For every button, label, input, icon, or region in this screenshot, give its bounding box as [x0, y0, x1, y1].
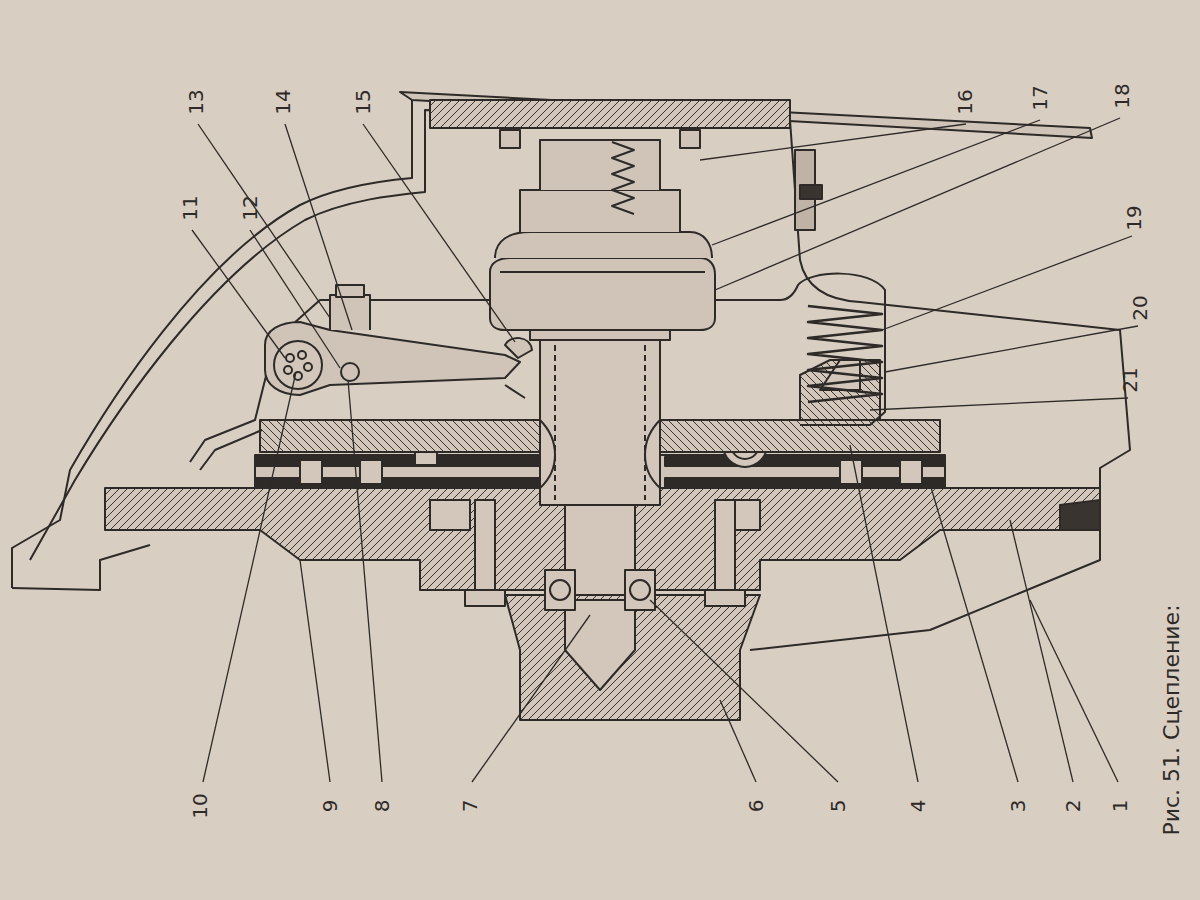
release-lever	[284, 366, 292, 374]
flywheel	[1060, 500, 1100, 530]
leader-line	[203, 372, 296, 782]
release-bearing	[520, 190, 680, 232]
callout-number: 8	[372, 800, 392, 813]
release-lever	[505, 385, 525, 398]
release-bearing	[490, 258, 715, 330]
pressure-plate	[260, 420, 545, 452]
leader-line	[192, 230, 285, 358]
clutch-cover	[200, 430, 262, 470]
housing	[30, 110, 1130, 650]
leader-line	[882, 236, 1132, 330]
bolt	[465, 500, 745, 606]
crankshaft	[505, 595, 760, 720]
leader-line	[363, 124, 515, 342]
callout-number: 19	[1124, 205, 1144, 230]
callout-number: 5	[828, 800, 848, 813]
crankshaft	[505, 595, 760, 720]
clutch-drawing	[12, 92, 1138, 782]
leader-line	[930, 484, 1018, 782]
driven-disc	[255, 457, 545, 466]
bolt	[500, 130, 700, 148]
shaft	[540, 335, 660, 505]
leader-line	[198, 124, 330, 318]
pilot-bearing	[545, 570, 575, 610]
pressure-spring	[808, 306, 882, 402]
release-bearing	[490, 140, 715, 340]
callout-number: 2	[1063, 800, 1083, 813]
bolt	[465, 590, 505, 606]
callout-number: 1	[1110, 800, 1130, 813]
callout-number: 20	[1130, 295, 1150, 320]
driven-disc	[840, 460, 862, 484]
bolt	[500, 130, 520, 148]
housing	[12, 545, 150, 590]
bolt	[715, 500, 735, 595]
shaft	[540, 420, 660, 488]
driven-disc	[255, 478, 545, 487]
leader-line	[712, 120, 1040, 245]
bolt	[475, 500, 495, 595]
release-lever	[505, 338, 532, 358]
leader-line	[720, 700, 756, 782]
leader-line	[700, 124, 966, 160]
callout-number: 17	[1030, 85, 1050, 110]
housing	[800, 185, 822, 199]
pilot-bearing	[550, 580, 570, 600]
driven-disc	[900, 460, 922, 484]
housing	[430, 100, 790, 128]
leader-line	[472, 615, 590, 782]
figure-caption: Рис. 51. Сцепление:	[1161, 604, 1183, 835]
leader-line	[250, 230, 340, 368]
driven-disc	[360, 460, 382, 484]
leader-line	[870, 398, 1128, 410]
leader-line	[1030, 600, 1118, 782]
leader-line	[300, 560, 330, 782]
leader-line	[1010, 520, 1073, 782]
leader-line	[885, 326, 1138, 372]
callout-number: 21	[1120, 367, 1140, 392]
callout-number: 6	[746, 800, 766, 813]
callout-number: 3	[1008, 800, 1028, 813]
release-lever	[265, 322, 520, 395]
leader-line	[348, 380, 382, 782]
callout-number: 16	[955, 89, 975, 114]
callout-number: 14	[273, 89, 293, 114]
bolt	[705, 590, 745, 606]
release-lever	[274, 341, 322, 389]
release-lever	[304, 363, 312, 371]
callout-number: 15	[353, 89, 373, 114]
release-lever	[341, 363, 359, 381]
shaft	[555, 345, 645, 500]
shaft	[540, 335, 660, 620]
leader-line	[850, 445, 918, 782]
leader-line	[715, 118, 1120, 290]
leader-line	[192, 118, 1138, 782]
callout-number: 4	[908, 800, 928, 813]
release-bearing	[500, 271, 705, 273]
release-bearing	[540, 140, 660, 190]
release-bearing	[530, 330, 670, 340]
callout-number: 9	[320, 800, 340, 813]
pilot-bearing	[545, 570, 655, 610]
callout-number: 11	[180, 195, 200, 220]
release-lever	[286, 354, 294, 362]
pilot-bearing	[625, 570, 655, 610]
callout-number: 7	[460, 800, 480, 813]
bolt	[680, 130, 700, 148]
housing	[12, 92, 1130, 650]
release-lever	[265, 285, 532, 398]
driven-disc	[300, 460, 322, 484]
release-lever	[298, 351, 306, 359]
callout-number: 13	[186, 89, 206, 114]
return-spring	[612, 142, 634, 214]
callout-number: 12	[240, 195, 260, 220]
crankshaft	[565, 600, 635, 690]
callout-number: 18	[1112, 83, 1132, 108]
release-bearing	[495, 232, 712, 258]
pilot-bearing	[630, 580, 650, 600]
callout-number: 10	[190, 793, 210, 818]
leader-line	[650, 600, 838, 782]
